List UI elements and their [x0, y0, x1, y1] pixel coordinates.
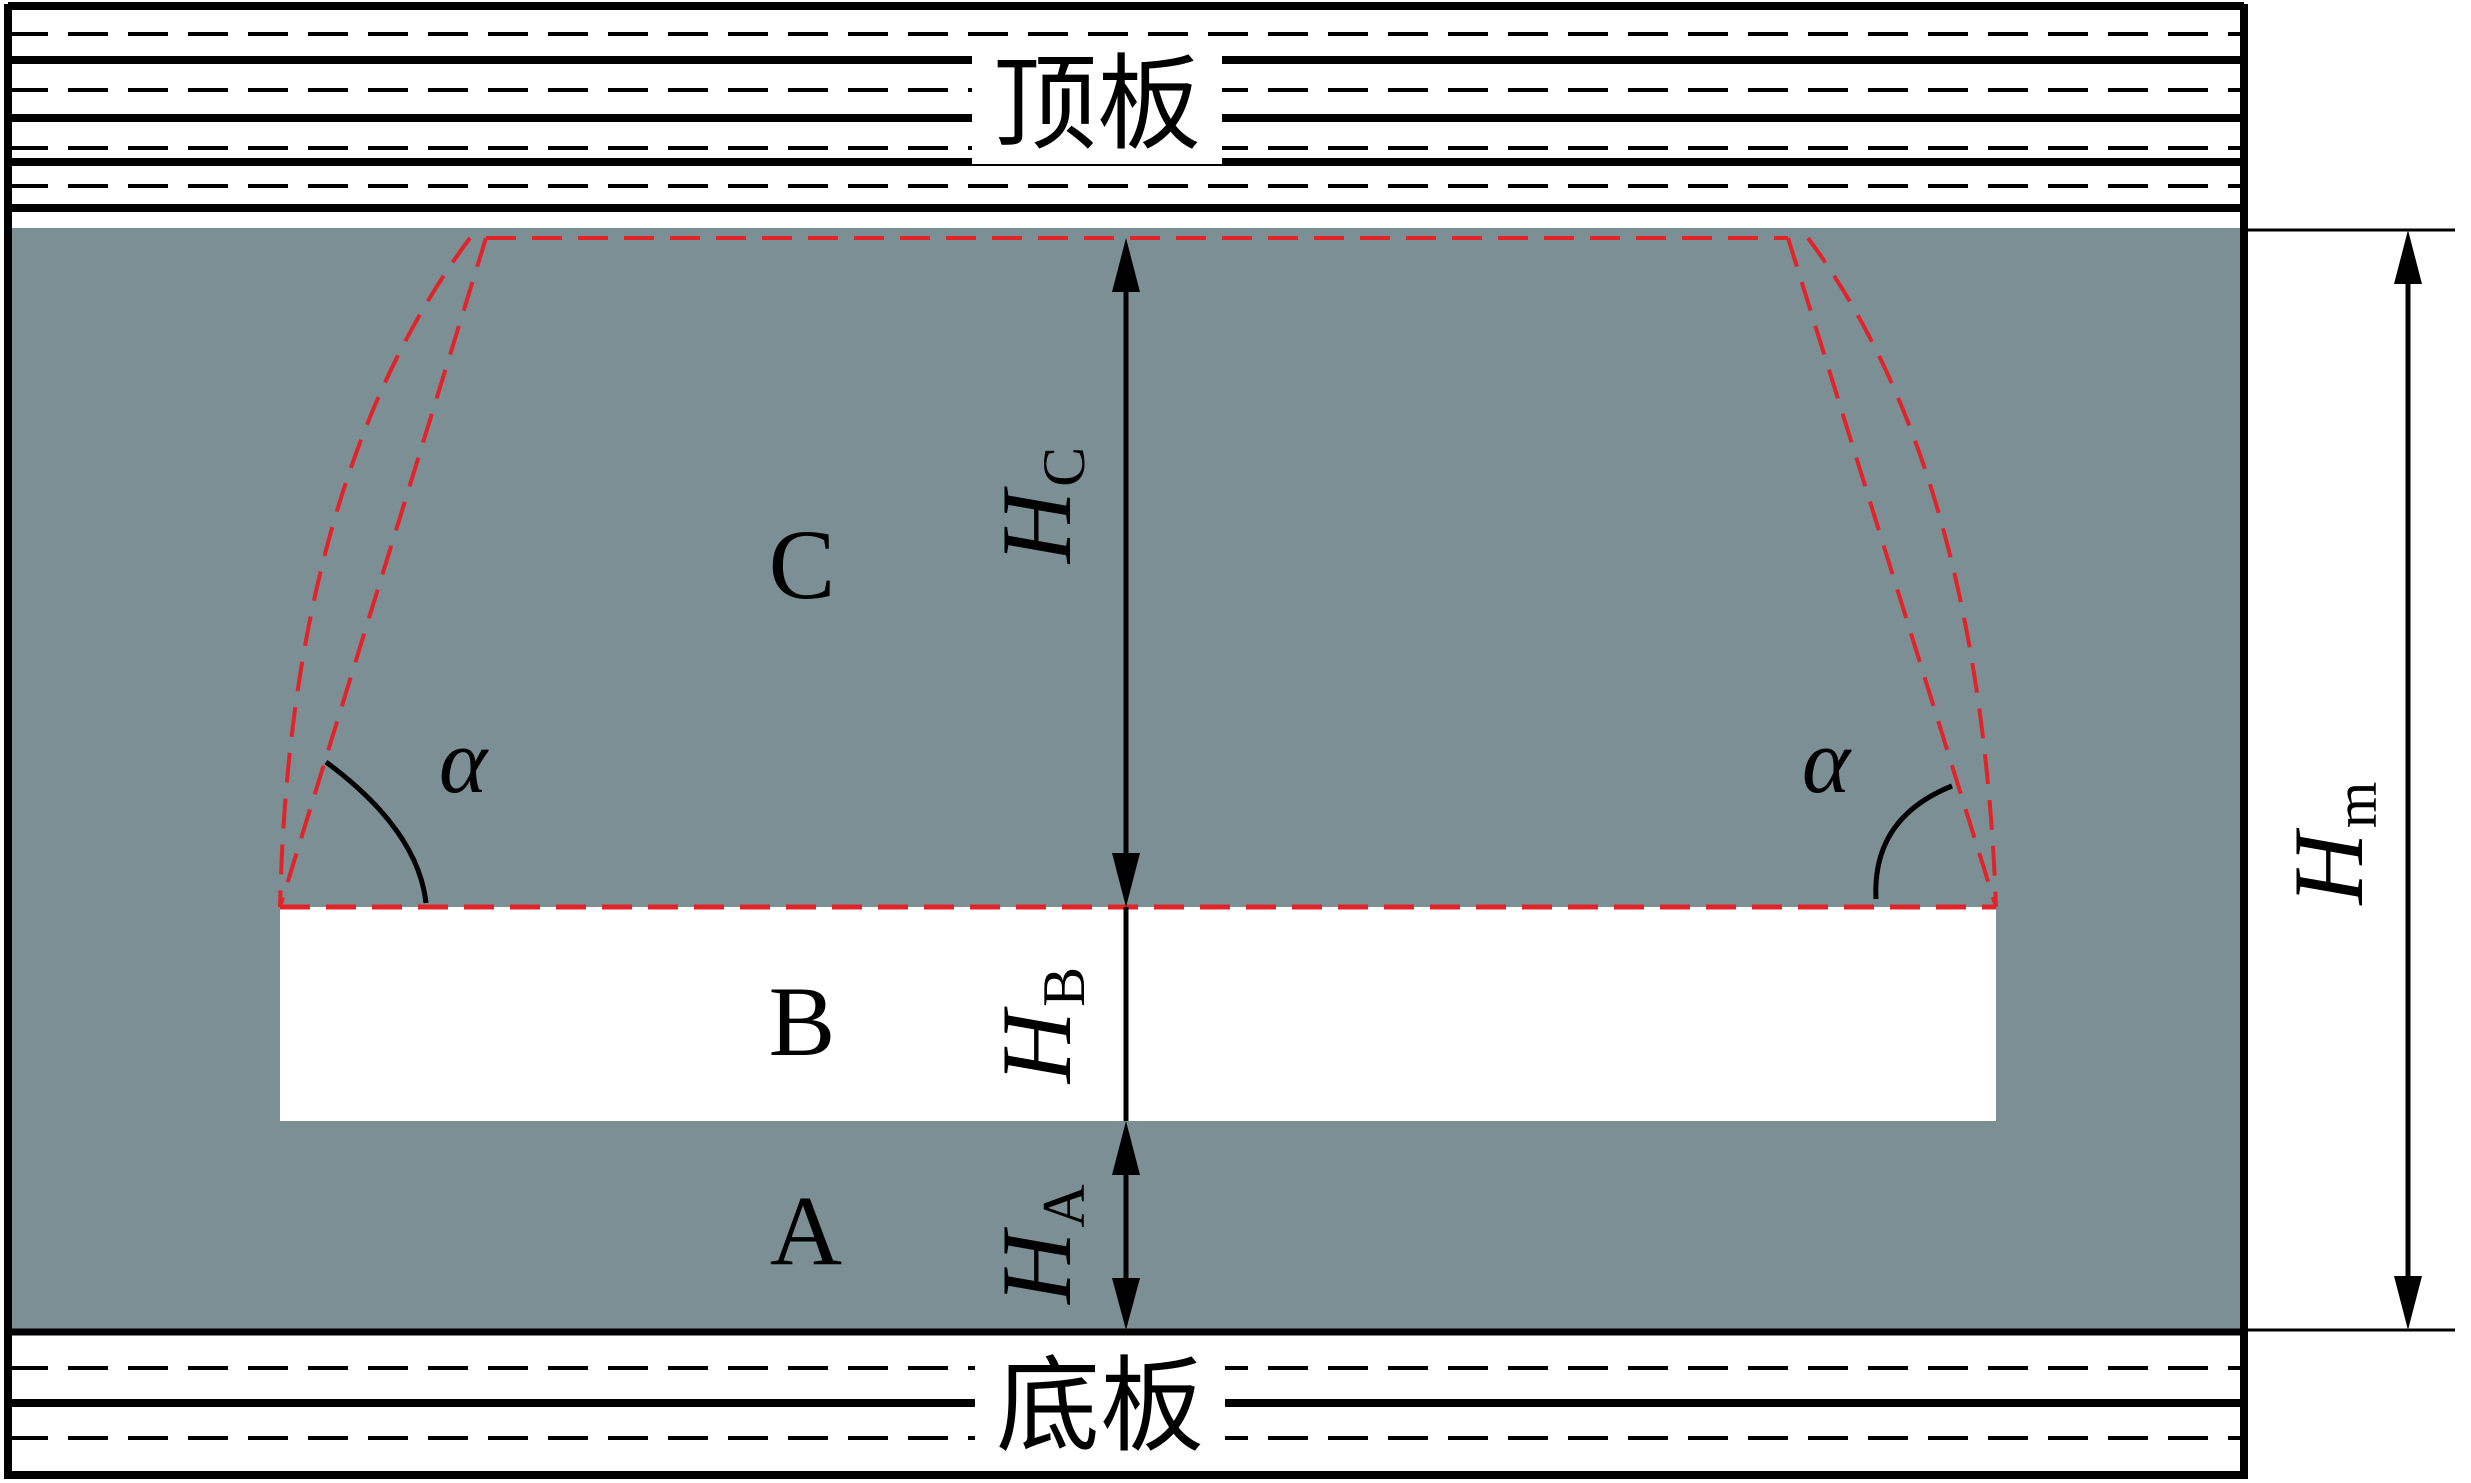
- zone-a-label: A: [770, 1175, 842, 1286]
- cavity-zone-b: [280, 907, 1996, 1121]
- ha-label: HA: [981, 1184, 1097, 1306]
- caving-boundary: [278, 236, 1998, 910]
- ha-arrowhead-bottom: [1112, 1278, 1140, 1330]
- hc-arrow: [1112, 238, 1140, 907]
- alpha-label-right: α: [1802, 710, 1852, 812]
- ha-subscript: A: [1031, 1184, 1097, 1227]
- ha-arrow: [1112, 1121, 1140, 1330]
- hm-subscript: m: [2323, 782, 2389, 829]
- hm-symbol: H: [2273, 827, 2384, 906]
- hc-label: HC: [981, 447, 1097, 565]
- hc-symbol: H: [981, 486, 1092, 565]
- hm-label: Hm: [2273, 782, 2389, 907]
- zone-b-label: B: [769, 966, 836, 1077]
- roof-label-backdrop: [972, 40, 1222, 164]
- roof-strata: 顶板: [8, 2, 2244, 228]
- hm-arrowhead-top: [2394, 230, 2422, 284]
- hc-arrowhead-bottom: [1112, 853, 1140, 907]
- floor-label: 底板: [996, 1350, 1204, 1465]
- floor-strata: 底板: [8, 1328, 2244, 1479]
- boundary-left-slope: [278, 237, 488, 908]
- hc-arrowhead-top: [1112, 238, 1140, 292]
- hm-dimension: [2244, 228, 2455, 1332]
- hb-subscript: B: [1031, 967, 1097, 1007]
- alpha-label-left: α: [439, 710, 489, 812]
- ha-symbol: H: [981, 1227, 1092, 1306]
- hb-symbol: H: [981, 1006, 1092, 1085]
- roof-label: 顶板: [993, 48, 1201, 163]
- ha-arrowhead-top: [1112, 1121, 1140, 1175]
- zone-c-label: C: [769, 509, 836, 620]
- hc-subscript: C: [1031, 447, 1097, 487]
- boundary-right-slope: [1786, 237, 1998, 908]
- angle-arc-left: [324, 759, 429, 904]
- hb-label: HB: [981, 967, 1097, 1085]
- hm-arrowhead-bottom: [2394, 1276, 2422, 1330]
- floor-label-backdrop: [975, 1340, 1225, 1464]
- angle-arc-right: [1873, 783, 1953, 900]
